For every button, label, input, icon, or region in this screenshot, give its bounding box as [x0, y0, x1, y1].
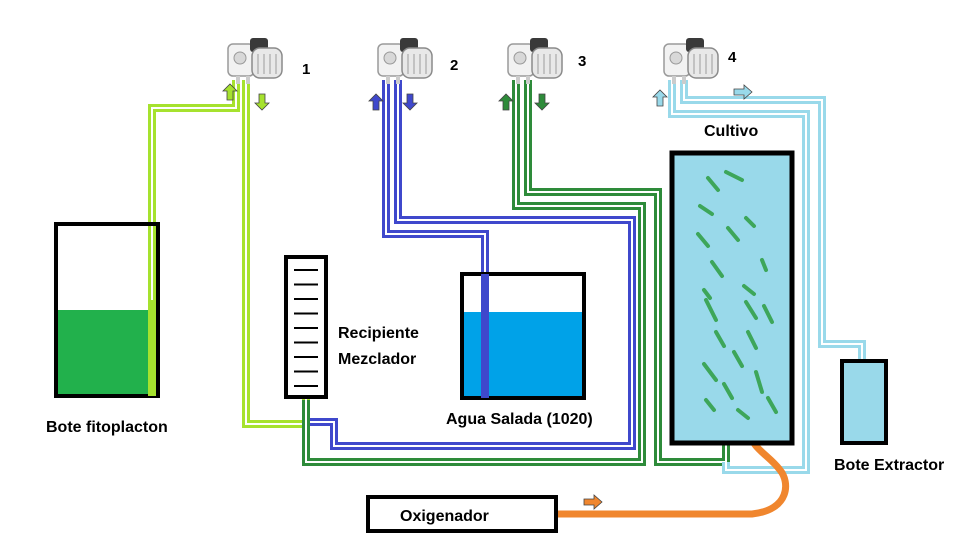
arrow-up-icon: [368, 93, 384, 111]
algae-mark: [746, 330, 758, 350]
algae-mark: [736, 408, 750, 420]
oxygen-hose: [556, 429, 790, 518]
algae-mark: [706, 176, 720, 192]
pump-2: [377, 37, 433, 85]
oxygenator-box: [366, 495, 558, 533]
algae-mark: [710, 260, 724, 278]
pump-number-3: 3: [578, 53, 586, 70]
extractor-container: [840, 359, 888, 445]
culture-to-pump4-tube: [668, 80, 810, 474]
pump-number-4: 4: [728, 49, 737, 66]
arrow-up-icon: [498, 93, 514, 111]
mixer-container: [284, 255, 328, 399]
arrow-right-icon: [583, 494, 603, 510]
arrow-right-icon: [733, 84, 753, 100]
mixer-label-line1: Recipiente: [338, 325, 419, 342]
graduation-marks: [294, 269, 318, 387]
algae-mark: [732, 350, 744, 368]
pump-4: [663, 37, 719, 85]
algae-particles: [696, 170, 778, 420]
arrow-down-icon: [534, 93, 550, 111]
pump3-to-culture-tube: [524, 80, 730, 466]
algae-mark: [704, 398, 716, 412]
algae-mark: [744, 216, 756, 228]
culture-label: Cultivo: [704, 123, 758, 140]
pump-number-1: 1: [302, 61, 310, 78]
algae-mark: [702, 362, 718, 382]
mixer-to-pump3-tube: [302, 80, 646, 466]
flow-arrows: [222, 83, 753, 510]
algae-mark: [702, 288, 712, 300]
algae-mark: [698, 204, 714, 216]
peristaltic-pump-icon: [507, 37, 563, 85]
arrow-down-icon: [402, 93, 418, 111]
algae-mark: [724, 170, 744, 182]
algae-mark: [754, 370, 764, 394]
saltwater-label: Agua Salada (1020): [446, 411, 593, 428]
algae-mark: [704, 298, 718, 322]
phyto-bottle: [54, 222, 160, 398]
peristaltic-pump-icon: [227, 37, 283, 85]
mixer-label-line2: Mezclador: [338, 351, 416, 368]
arrow-up-icon: [222, 83, 238, 101]
algae-mark: [742, 284, 756, 296]
peristaltic-pump-icon: [377, 37, 433, 85]
pump-1: [227, 37, 283, 85]
pump-number-2: 2: [450, 57, 458, 74]
phyto-tube: [148, 80, 240, 396]
arrow-down-icon: [254, 93, 270, 111]
arrow-up-icon: [652, 89, 668, 107]
phyto-label: Bote fitoplacton: [46, 419, 168, 436]
algae-mark: [722, 382, 734, 400]
pump4-to-extractor-tube: [680, 80, 866, 362]
algae-mark: [726, 226, 740, 242]
peristaltic-pump-icon: [663, 37, 719, 85]
saltwater-to-mixer-tube: [306, 80, 636, 450]
algae-mark: [744, 300, 758, 320]
saltwater-tank: [460, 272, 586, 400]
algae-mark: [696, 232, 710, 248]
culture-tank: [669, 150, 795, 446]
algae-mark: [760, 258, 768, 272]
extractor-label: Bote Extractor: [834, 457, 944, 474]
algae-mark: [714, 330, 726, 348]
algae-mark: [762, 304, 774, 324]
algae-mark: [766, 396, 778, 414]
oxygenator-label: Oxigenador: [400, 508, 489, 525]
pump-3: [507, 37, 563, 85]
